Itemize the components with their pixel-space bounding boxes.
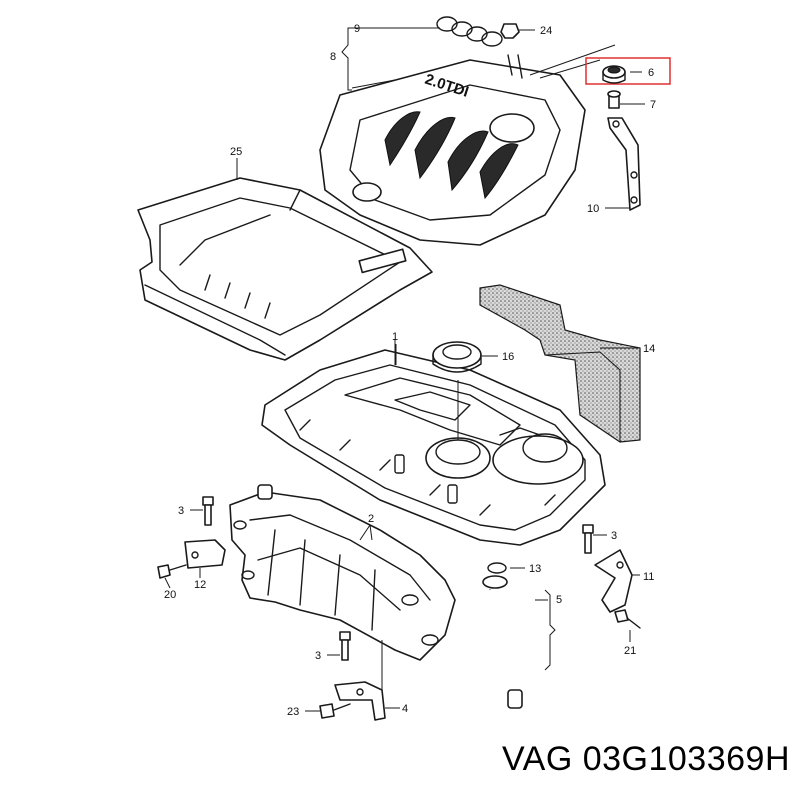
- part-labels: 9 24 8 6 7 25 10 1 14 16 3 2 3 13 11 12 …: [164, 23, 656, 718]
- label-3-right: 3: [611, 530, 617, 542]
- audi-rings-emblem: [436, 16, 503, 47]
- label-13: 13: [529, 563, 541, 575]
- breather-hose-5: [482, 575, 556, 709]
- label-4: 4: [402, 703, 408, 715]
- label-12: 12: [194, 579, 206, 591]
- foam-insulation-14: [479, 284, 641, 443]
- label-23: 23: [287, 706, 299, 718]
- leader-lines: [341, 27, 642, 601]
- label-5: 5: [556, 594, 562, 606]
- nut-24: [500, 23, 535, 39]
- bolt-20: [157, 564, 187, 589]
- bracket-4: [334, 640, 400, 721]
- breather-dome: [492, 427, 584, 485]
- seal-ring-16: [432, 341, 498, 373]
- valve-cover-1: [261, 340, 606, 546]
- rubber-grommet-6: [585, 57, 671, 85]
- bolt-21: [614, 609, 641, 642]
- part-number-caption: VAG 03G103369H: [502, 740, 790, 778]
- label-3-left: 3: [178, 505, 184, 517]
- lower-shield-25: [137, 158, 433, 361]
- label-25: 25: [230, 146, 242, 158]
- bolt-23: [305, 703, 351, 719]
- label-24: 24: [540, 25, 552, 37]
- label-10: 10: [587, 203, 599, 215]
- label-8: 8: [330, 51, 336, 63]
- label-2: 2: [368, 513, 374, 525]
- label-21: 21: [624, 645, 636, 657]
- oil-filler-neck: [425, 380, 491, 479]
- label-3-lower: 3: [315, 650, 321, 662]
- bolt-3-right: [582, 524, 607, 554]
- cover-pins: [507, 44, 616, 79]
- label-6: 6: [648, 67, 654, 79]
- bracket-12: [184, 539, 226, 578]
- label-14: 14: [643, 343, 655, 355]
- clip-13: [487, 562, 525, 574]
- stud-7: [607, 90, 645, 109]
- label-1: 1: [392, 331, 398, 343]
- bolt-3-lower: [327, 631, 351, 661]
- label-9: 9: [354, 23, 360, 35]
- label-16: 16: [502, 351, 514, 363]
- label-11: 11: [643, 571, 654, 583]
- bracket-11: [594, 549, 640, 613]
- bolt-3-left: [190, 496, 214, 526]
- label-20: 20: [164, 589, 176, 601]
- label-7: 7: [650, 99, 656, 111]
- engine-cover: 2.0TDI: [319, 59, 586, 246]
- bracket-10: [605, 117, 641, 211]
